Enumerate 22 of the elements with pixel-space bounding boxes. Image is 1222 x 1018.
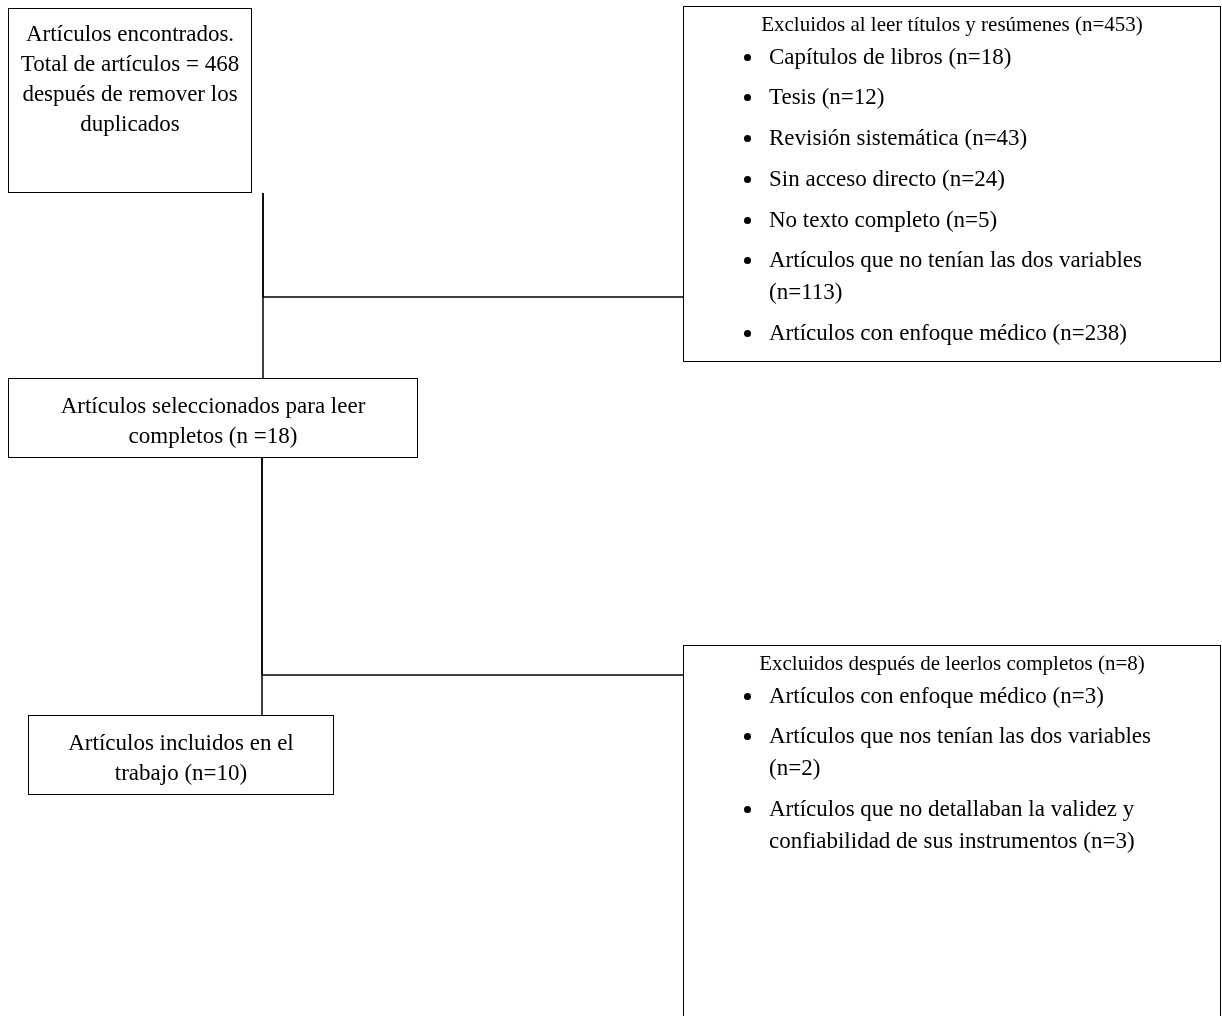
connector-line — [262, 192, 684, 298]
bullet-item: Sin acceso directo (n=24) — [769, 165, 1005, 191]
bullet-item: Artículos que no detallaban la validez y confiabilidad de sus instrumentos (n=3) — [769, 795, 1135, 853]
box-heading: Excluidos al leer títulos y resúmenes (n=453) — [760, 13, 1144, 36]
bullet-item: Artículos que no tenían las dos variables (n=113) — [769, 247, 1143, 305]
box-heading: Excluidos después de leerlos completos (n=8) — [758, 652, 1146, 675]
process-box — [683, 645, 1221, 1016]
bullet-item: Capítulos de libros (n=18) — [769, 43, 1012, 69]
process-box — [28, 715, 334, 795]
process-box — [8, 378, 418, 458]
process-box — [683, 6, 1221, 362]
bullet-item: No texto completo (n=5) — [769, 206, 998, 232]
bullet-item: Revisión sistemática (n=43) — [769, 125, 1028, 151]
bullet-item: Artículos con enfoque médico (n=3) — [769, 682, 1104, 708]
process-box — [8, 8, 252, 193]
connector-line — [261, 457, 684, 676]
bullet-item: Artículos con enfoque médico (n=238) — [769, 319, 1127, 345]
bullet-item: Artículos que nos tenían las dos variables (n=2) — [769, 723, 1151, 781]
box-text: Artículos seleccionados para leer completos (n =18) — [59, 392, 367, 450]
box-text: Artículos encontrados. Total de artículos = 468 después de remover los duplicados — [19, 20, 241, 138]
bullet-item: Tesis (n=12) — [769, 84, 885, 110]
box-text: Artículos incluidos en el trabajo (n=10) — [67, 729, 295, 787]
